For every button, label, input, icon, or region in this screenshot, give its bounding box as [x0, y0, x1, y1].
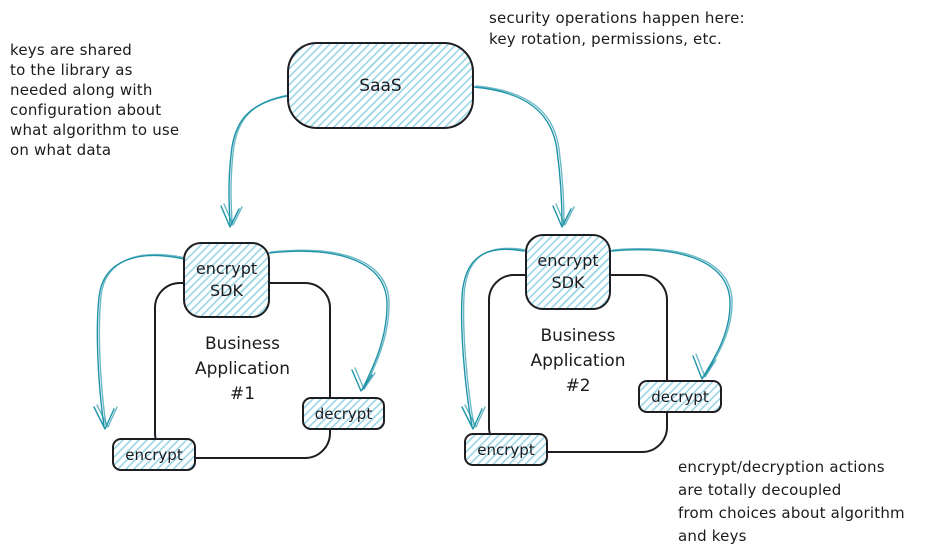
node-encrypt-2: encrypt — [464, 433, 548, 466]
node-label: encrypt — [477, 440, 535, 459]
node-label: decrypt — [314, 404, 373, 423]
node-label: Business Application #1 — [195, 334, 290, 404]
node-decrypt-2: decrypt — [638, 380, 722, 413]
node-decrypt-1: decrypt — [302, 397, 385, 430]
node-label: SaaS — [359, 75, 402, 96]
node-encrypt-sdk-1: encrypt SDK — [183, 242, 270, 318]
node-label: decrypt — [651, 387, 709, 406]
annotation-decoupled-actions: encrypt/decryption actions are totally d… — [678, 458, 905, 545]
annotation-security-operations: security operations happen here: key rot… — [489, 9, 745, 48]
node-saas: SaaS — [287, 42, 474, 129]
node-label: encrypt SDK — [537, 251, 599, 292]
node-encrypt-1: encrypt — [112, 438, 196, 471]
node-label: encrypt — [125, 445, 183, 464]
node-label: encrypt SDK — [195, 259, 258, 300]
arrow-saas-to-sdk2 — [473, 85, 575, 228]
annotation-keys-shared: keys are shared to the library as needed… — [10, 41, 180, 159]
node-label: Business Application #2 — [530, 326, 626, 396]
node-encrypt-sdk-2: encrypt SDK — [525, 234, 611, 310]
